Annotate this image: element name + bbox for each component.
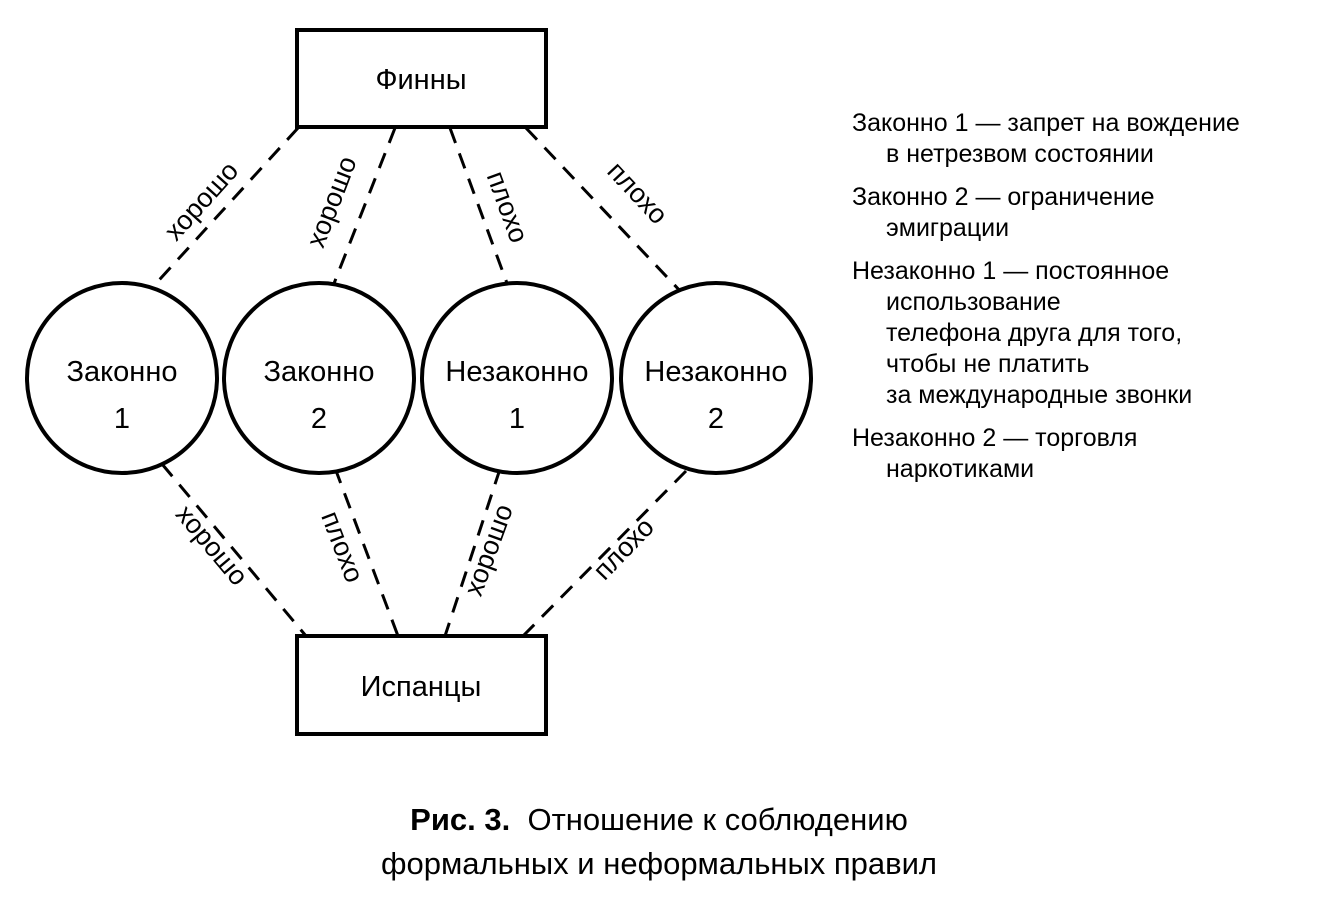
circle-illegal-1: Незаконно 1 [420, 281, 614, 475]
legend-line: за международные звонки [886, 381, 1193, 409]
legend-item-illegal-1: Незаконно 1 — постоянное использование т… [852, 256, 1312, 411]
circle-label-line2: 1 [114, 403, 130, 435]
circle-label-line1: Незаконно [644, 356, 787, 388]
circle-illegal-2: Незаконно 2 [619, 281, 813, 475]
legend-line: Незаконно 2 — торговля [852, 424, 1138, 452]
edge-top-illegal-2 [524, 126, 685, 296]
circle-label-line2: 2 [708, 403, 724, 435]
legend: Законно 1 — запрет на вождение в нетрезв… [852, 108, 1312, 497]
legend-line: Незаконно 1 — постоянное [852, 257, 1170, 285]
legend-line: чтобы не платить [886, 350, 1090, 378]
circle-legal-1: Законно 1 [25, 281, 219, 475]
legend-line: наркотиками [886, 455, 1035, 483]
caption-title-part-1: Отношение к соблюдению [527, 802, 908, 837]
circle-label-line1: Законно [67, 356, 178, 388]
figure-number: Рис. 3. [410, 802, 511, 837]
legend-line: в нетрезвом состоянии [886, 140, 1154, 168]
legend-line: использование [886, 288, 1061, 316]
edge-top-legal-1 [148, 126, 300, 292]
edge-top-legal-2 [331, 127, 397, 287]
circle-label-line1: Незаконно [445, 356, 588, 388]
edge-label-bottom-4: плохо [587, 512, 660, 586]
bottom-node-label: Испанцы [361, 671, 482, 703]
edge-bottom-legal-1 [160, 463, 308, 637]
caption-title-part-2: формальных и неформальных правил [380, 846, 938, 881]
edge-label-bottom-3: хорошо [458, 500, 519, 599]
top-node-box [295, 28, 548, 129]
circle-label-line2: 2 [311, 403, 327, 435]
legend-line: Законно 1 — запрет на вождение [852, 109, 1240, 137]
edge-label-bottom-2: плохо [315, 507, 369, 586]
edge-top-illegal-1 [448, 127, 510, 287]
edge-label-top-4: плохо [602, 156, 674, 230]
caption-line-1: Рис. 3. Отношение к соблюдению [0, 798, 1318, 842]
top-node-label: Финны [375, 64, 466, 96]
circle-label-line1: Законно [264, 356, 375, 388]
circle-legal-2: Законно 2 [222, 281, 416, 475]
legend-item-legal-2: Законно 2 — ограничение эмиграции [852, 182, 1312, 244]
circle-label-line2: 1 [509, 403, 525, 435]
edge-bottom-illegal-2 [521, 469, 688, 638]
legend-item-illegal-2: Незаконно 2 — торговля наркотиками [852, 423, 1312, 485]
figure-caption: Рис. 3. Отношение к соблюдению формальны… [0, 798, 1318, 886]
relationship-diagram: Финны Испанцы Законно 1 Законно 2 Незако… [25, 28, 813, 736]
legend-line: Законно 2 — ограничение [852, 183, 1155, 211]
edge-bottom-illegal-1 [443, 468, 502, 637]
legend-line: эмиграции [886, 214, 1010, 242]
edge-bottom-legal-2 [333, 467, 400, 637]
bottom-node-box [295, 634, 548, 736]
legend-line: телефона друга для того, [886, 319, 1183, 347]
edge-label-bottom-1: хорошо [170, 499, 254, 591]
legend-item-legal-1: Законно 1 — запрет на вождение в нетрезв… [852, 108, 1312, 170]
